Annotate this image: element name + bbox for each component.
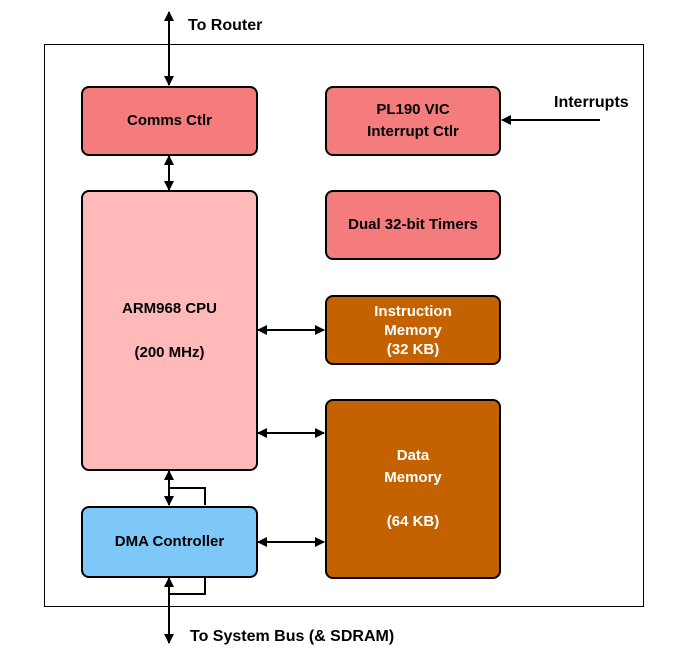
to-system-bus-label: To System Bus (& SDRAM) (190, 628, 395, 645)
data-memory-block: Data Memory (64 KB) (325, 399, 501, 579)
to-router-label: To Router (188, 17, 263, 34)
dma-top-loop (169, 487, 206, 505)
imem-label-line3: (32 KB) (386, 340, 440, 358)
dmem-label-line2: Memory (384, 469, 442, 486)
vic-label-line2: Interrupt Ctlr (367, 123, 459, 140)
comms-controller-label: Comms Ctlr (126, 112, 212, 129)
vic-label-line1: PL190 VIC (376, 101, 450, 118)
cpu-block: ARM968 CPU (200 MHz) (81, 190, 258, 471)
dmem-label-line3: (64 KB) (386, 513, 440, 530)
dma-bottom-loop (169, 578, 206, 595)
cpu-label-line2: (200 MHz) (134, 343, 205, 361)
imem-label-line1: Instruction (374, 302, 452, 320)
processor-node-boundary (44, 44, 644, 607)
instruction-memory-block: Instruction Memory (32 KB) (325, 295, 501, 365)
dmem-label-line1: Data (396, 447, 430, 464)
dma-controller-block: DMA Controller (81, 506, 258, 578)
timers-label: Dual 32-bit Timers (348, 216, 478, 233)
imem-label-line2: Memory (384, 321, 442, 339)
dma-controller-label: DMA Controller (114, 533, 225, 550)
interrupts-label: Interrupts (554, 94, 629, 111)
comms-controller-block: Comms Ctlr (81, 86, 258, 156)
cpu-label-line1: ARM968 CPU (121, 299, 218, 317)
timers-block: Dual 32-bit Timers (325, 190, 501, 260)
vic-block: PL190 VIC Interrupt Ctlr (325, 86, 501, 156)
